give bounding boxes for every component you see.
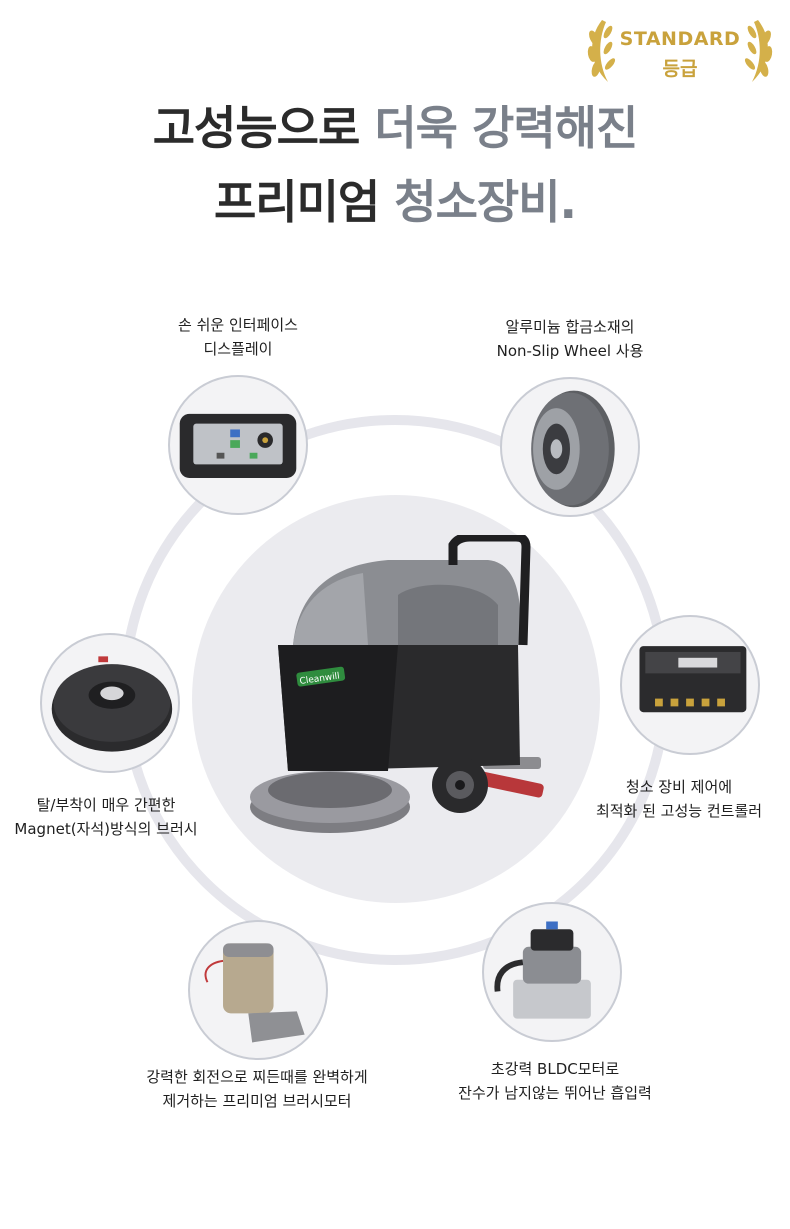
wheel-feature-image — [500, 377, 640, 517]
controller-feature-image — [620, 615, 760, 755]
vacuum-motor-feature-image — [482, 902, 622, 1042]
headline-2-dark: 프리미엄 — [213, 175, 380, 229]
wheel-feature-caption: 알루미늄 합금소재의 Non-Slip Wheel 사용 — [496, 318, 644, 360]
laurel-wreath-icon — [587, 20, 773, 82]
brush-feature-image — [40, 633, 180, 773]
display-feature-image — [168, 375, 308, 515]
headline-1-dark: 고성능으로 — [152, 101, 361, 155]
headline-2-grey: 청소장비. — [379, 175, 577, 229]
headline-line-1: 고성능으로 더욱 강력해진 — [0, 92, 790, 158]
headline-line-2: 프리미엄 청소장비. — [0, 166, 790, 232]
headline-1-grey: 더욱 강력해진 — [359, 101, 638, 155]
brush-motor-feature-caption: 강력한 회전으로 찌든때를 완벽하게 제거하는 프리미엄 브러시모터 — [146, 1068, 368, 1110]
controller-feature-caption: 청소 장비 제어에 최적화 된 고성능 컨트롤러 — [595, 778, 763, 820]
standard-grade-badge: STANDARD 등급 — [580, 8, 780, 88]
badge-subtitle: 등급 — [662, 58, 698, 80]
badge-title: STANDARD — [619, 28, 741, 50]
vacuum-motor-feature-caption: 초강력 BLDC모터로 잔수가 남지않는 뛰어난 흡입력 — [458, 1060, 652, 1102]
brush-motor-feature-image — [188, 920, 328, 1060]
display-feature-caption: 손 쉬운 인터페이스 디스플레이 — [178, 316, 298, 358]
floor-scrubber-image: Cleanwill — [250, 535, 544, 833]
brush-feature-caption: 탈/부착이 매우 간편한 Magnet(자석)방식의 브러시 — [14, 796, 198, 838]
